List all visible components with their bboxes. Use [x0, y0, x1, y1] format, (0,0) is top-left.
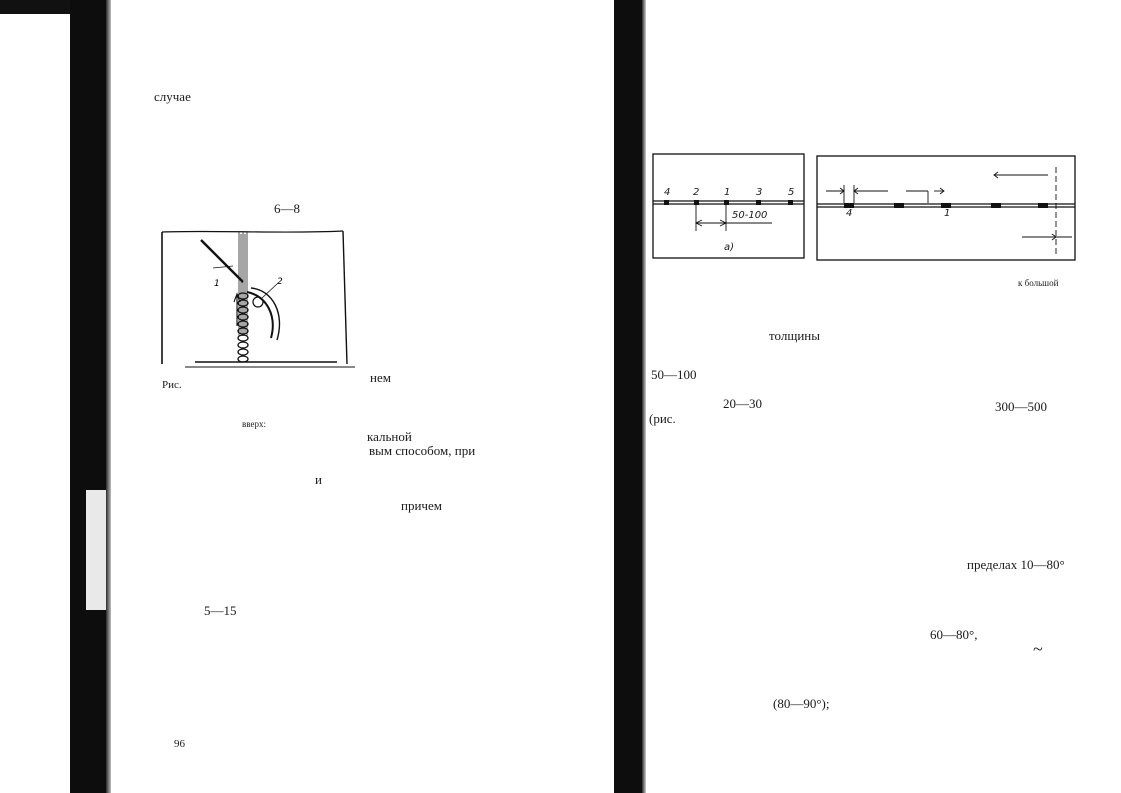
fig-b-num-4: 4: [846, 208, 853, 219]
word-ris: (рис.: [649, 411, 676, 426]
spine-highlight: [86, 490, 106, 610]
line-predelah: пределах 10—80°: [967, 557, 1065, 572]
welding-figure: 1 2: [161, 230, 355, 368]
fig-a-caption: а): [724, 242, 735, 253]
range-6-8: 6—8: [274, 201, 300, 216]
fig-b-num-1: 1: [944, 208, 951, 219]
word-tolshchiny: толщины: [769, 328, 820, 343]
right-page-edge: [642, 0, 646, 793]
fig-a-num-5: 5: [788, 187, 795, 198]
fig-a-num-1: 1: [724, 187, 731, 198]
figure-a-tack-welds: [652, 153, 805, 259]
range-20-30: 20—30: [723, 396, 762, 411]
word-vverh: вверх:: [242, 419, 266, 429]
caption-k-bolshoy: к большой: [1018, 278, 1059, 288]
range-300-500: 300—500: [995, 399, 1047, 414]
range-80-90: (80—90°);: [773, 696, 830, 711]
callout-1: 1: [214, 279, 220, 289]
fig-a-num-3: 3: [756, 187, 763, 198]
word-i: и: [315, 472, 322, 487]
tilde-symbol: ~: [1033, 639, 1043, 659]
fig-a-dimension: 50-100: [732, 210, 768, 221]
page-number: 96: [174, 738, 185, 750]
figure-b-tack-welds: [816, 155, 1076, 261]
left-page-edge: [106, 0, 111, 793]
range-5-15: 5—15: [204, 603, 237, 618]
line-vym-sposobom: вым способом, при: [369, 443, 476, 458]
word-nem: нем: [370, 370, 391, 385]
word-prichem: причем: [401, 498, 442, 513]
callout-2: 2: [277, 277, 283, 287]
fig-a-num-2: 2: [693, 187, 700, 198]
figure-label: Рис.: [162, 379, 182, 391]
word-sluchae: случае: [154, 89, 191, 104]
left-spine-shadow: [70, 0, 108, 793]
fig-a-num-4: 4: [664, 187, 671, 198]
range-60-80: 60—80°,: [930, 627, 978, 642]
range-50-100: 50—100: [651, 367, 697, 382]
right-spine-shadow: [614, 0, 644, 793]
word-kalnoy: кальной: [367, 429, 412, 444]
